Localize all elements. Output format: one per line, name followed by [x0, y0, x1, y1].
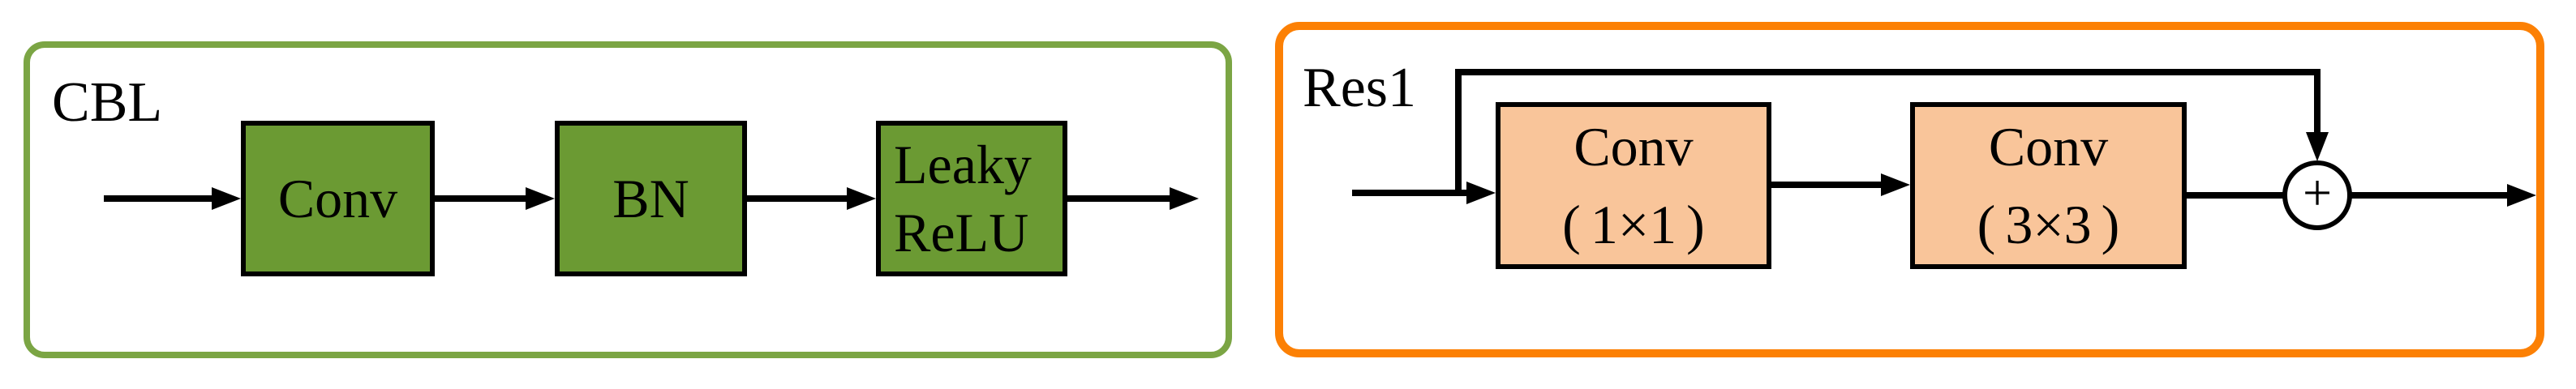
leaky-relu-block-label-line1: Leaky — [894, 134, 1032, 195]
skip-connection-line — [1455, 69, 2321, 196]
res1-panel-label: Res1 — [1303, 57, 1416, 119]
res1-panel — [1275, 22, 2544, 357]
conv1x1-kernel-line: ( 1×1 ) — [1552, 186, 1715, 263]
conv3x3-block-label: Conv — [1988, 116, 2109, 177]
conv-block: Conv — [241, 121, 435, 276]
bn-block-label: BN — [612, 168, 689, 229]
res1-input-arrowhead-icon — [1466, 182, 1496, 204]
conv1x1-to-conv3x3-arrowhead-icon — [1881, 173, 1910, 196]
conv-block-label: Conv — [277, 168, 398, 229]
plus-sum-icon: + — [2303, 164, 2332, 221]
conv1x1-block-label: Conv — [1574, 116, 1694, 177]
conv3x3-kernel-line: ( 3×3 ) — [1968, 186, 2130, 263]
conv3x3-paren-open: ( — [1977, 194, 1996, 255]
cbl-panel-label: CBL — [52, 71, 163, 134]
skip-down-arrowhead-icon — [2306, 132, 2329, 161]
leaky-relu-block: Leaky ReLU — [876, 121, 1067, 276]
conv3x3-kernel-size: 3×3 — [2005, 194, 2092, 255]
leaky-relu-block-label-line2: ReLU — [894, 202, 1029, 263]
cbl-output-arrowhead-icon — [1170, 187, 1199, 210]
conv1x1-paren-close: ) — [1686, 194, 1705, 255]
conv3x3-block: Conv ( 3×3 ) — [1910, 102, 2187, 269]
conv3x3-paren-close: ) — [2101, 194, 2120, 255]
conv-to-bn-arrowhead-icon — [526, 187, 555, 210]
sum-node: + — [2282, 160, 2352, 230]
conv1x1-paren-open: ( — [1562, 194, 1581, 255]
conv1x1-kernel-size: 1×1 — [1590, 194, 1677, 255]
res1-output-arrowhead-icon — [2507, 184, 2536, 207]
bn-to-leakyrelu-arrowhead-icon — [847, 187, 876, 210]
bn-block: BN — [555, 121, 747, 276]
sum-circle — [2282, 160, 2352, 230]
conv1x1-block: Conv ( 1×1 ) — [1496, 102, 1771, 269]
cbl-input-arrowhead-icon — [212, 187, 241, 210]
cbl-panel — [24, 41, 1232, 358]
